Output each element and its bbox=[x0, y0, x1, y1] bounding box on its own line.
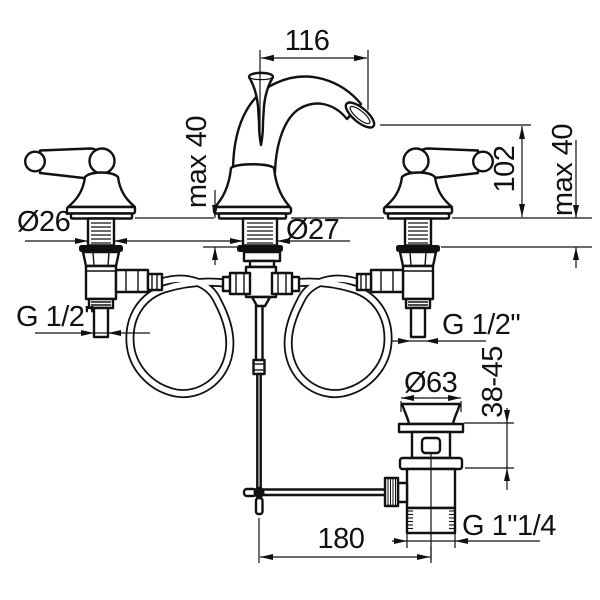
dim-spout-base: Ø27 bbox=[286, 214, 339, 246]
dimension-38-45: 38-45 bbox=[464, 346, 514, 490]
dim-waste-offset: 180 bbox=[318, 523, 365, 555]
flexible-hose-right bbox=[283, 274, 393, 399]
right-hose-nut bbox=[369, 268, 405, 294]
tee-body bbox=[221, 265, 301, 308]
right-handle-ball bbox=[402, 147, 430, 175]
flexible-hose-left bbox=[125, 274, 235, 399]
dimension-g12-right: G 1/2" bbox=[392, 309, 521, 344]
right-inlet-tail bbox=[404, 297, 432, 339]
dim-spout-reach: 116 bbox=[285, 25, 330, 57]
left-inlet-tail bbox=[87, 297, 115, 339]
left-handle-valve bbox=[24, 147, 164, 339]
deck-lines bbox=[135, 217, 592, 248]
dimension-180: 180 bbox=[258, 518, 432, 563]
pop-up-waste bbox=[383, 402, 465, 560]
dim-max-deck-left: max 40 bbox=[181, 116, 213, 208]
spout-outlet bbox=[344, 101, 376, 129]
dimension-g12-left: G 1/2" bbox=[16, 301, 150, 336]
right-handle-valve bbox=[355, 147, 495, 339]
right-valve-shank bbox=[403, 217, 433, 247]
left-valve-shank bbox=[86, 217, 116, 247]
dim-max-deck-right: max 40 bbox=[547, 124, 579, 216]
spout bbox=[212, 71, 376, 308]
pivot-knob bbox=[383, 476, 400, 508]
dim-spout-height: 102 bbox=[489, 146, 521, 193]
dimension-max40-left: max 40 bbox=[181, 116, 218, 265]
spout-shank bbox=[241, 217, 279, 247]
dim-inlet-left: G 1/2" bbox=[16, 301, 94, 333]
left-hose-nut bbox=[114, 268, 150, 294]
dimension-116: 116 bbox=[259, 25, 369, 141]
rod-pivot bbox=[253, 487, 265, 498]
dimension-diameters: Ø26 Ø27 bbox=[17, 206, 350, 246]
dimension-102: 102 bbox=[380, 124, 531, 217]
dim-waste-clamp: 38-45 bbox=[477, 346, 509, 418]
horizontal-rod bbox=[260, 488, 390, 497]
waste-funnel bbox=[400, 402, 462, 426]
overflow-window bbox=[420, 436, 442, 455]
dimension-63: Ø63 bbox=[400, 367, 462, 412]
dim-waste-top: Ø63 bbox=[404, 367, 457, 399]
dimension-g114: G 1"1/4 bbox=[392, 510, 557, 548]
dimension-max40-right: max 40 bbox=[547, 124, 579, 268]
left-handle-ball bbox=[88, 147, 116, 175]
pop-up-rod bbox=[242, 302, 390, 516]
dim-inlet-right: G 1/2" bbox=[442, 309, 520, 341]
spout-finial bbox=[247, 71, 275, 147]
dim-handle-base: Ø26 bbox=[17, 206, 70, 238]
dim-waste-thread: G 1"1/4 bbox=[462, 510, 556, 542]
